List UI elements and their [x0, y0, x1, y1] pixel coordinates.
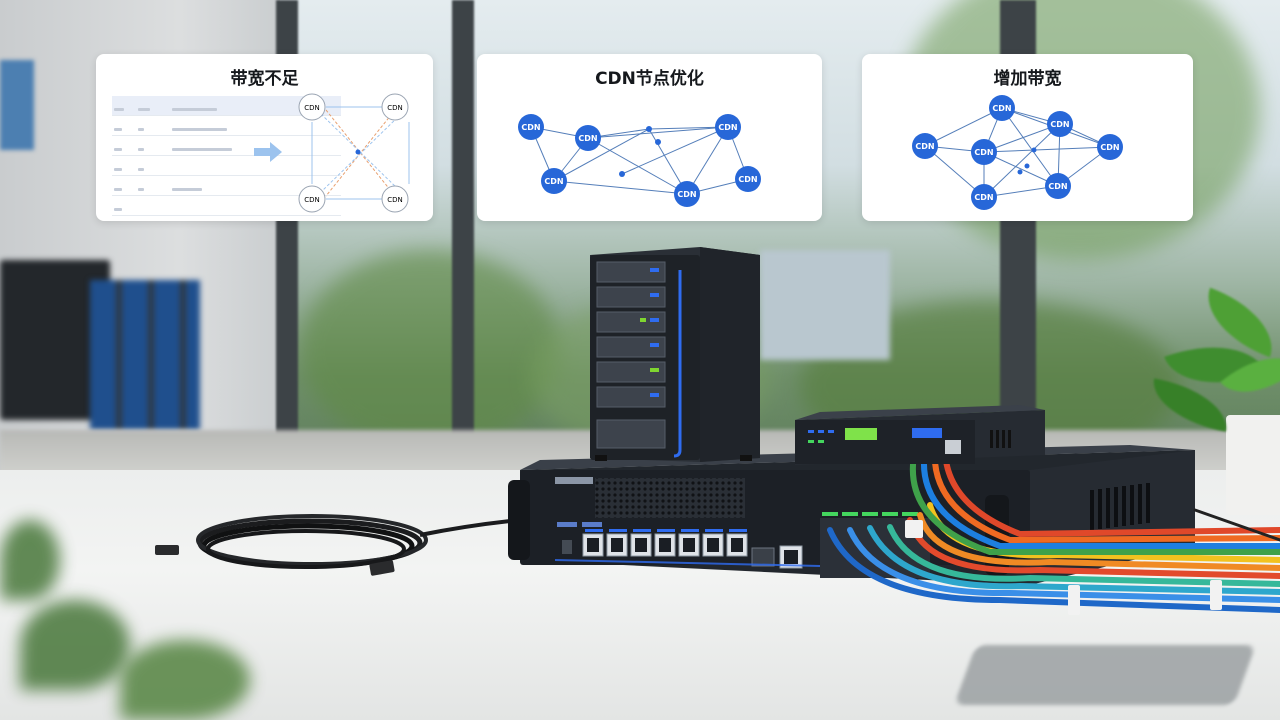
cdn-optimization-diagram: CDN CDN CDN CDN CDN CDN	[518, 114, 761, 207]
cdn-node: CDN	[971, 139, 997, 165]
cdn-node-label: CDN	[1048, 182, 1067, 191]
plant-pot	[1226, 415, 1280, 515]
card-title: CDN节点优化	[595, 69, 704, 89]
wall-sign	[0, 60, 34, 150]
cdn-node-label: CDN	[1100, 143, 1119, 152]
cdn-node: CDN	[1097, 134, 1123, 160]
cdn-node: CDN	[971, 184, 997, 210]
cdn-optimization-card: CDN节点优化 CDN CDN CDN CDN CDN CDN	[477, 54, 822, 221]
cdn-node: CDN	[715, 114, 741, 140]
increase-bandwidth-card: 增加带宽 CDN CDN CDN CDN CDN CDN CDN	[862, 54, 1193, 221]
cdn-node: CDN	[735, 166, 761, 192]
cdn-node-label: CDN	[1050, 120, 1069, 129]
colored-patch-cables	[827, 445, 1280, 615]
cdn-node-label: CDN	[915, 142, 934, 151]
cdn-node: CDN	[1047, 111, 1073, 137]
cdn-node-label: CDN	[992, 104, 1011, 113]
cdn-node: CDN	[989, 95, 1015, 121]
server-tower	[590, 247, 760, 462]
background-binders	[90, 280, 200, 430]
increase-bandwidth-diagram: CDN CDN CDN CDN CDN CDN CDN	[912, 95, 1123, 210]
bandwidth-diagram: CDN CDN CDN CDN	[254, 93, 410, 213]
cdn-node: CDN	[575, 125, 601, 151]
cdn-node-label: CDN	[974, 193, 993, 202]
ethernet-cable-coil	[155, 514, 521, 576]
cdn-node: CDN	[298, 93, 326, 121]
cdn-node-label: CDN	[521, 123, 540, 132]
cdn-node: CDN	[381, 185, 409, 213]
modem-device	[795, 405, 1045, 465]
cdn-node-label: CDN	[974, 148, 993, 157]
cdn-node: CDN	[298, 185, 326, 213]
card-title: 带宽不足	[230, 69, 299, 89]
cdn-node: CDN	[541, 168, 567, 194]
cdn-node: CDN	[674, 181, 700, 207]
cdn-node-label: CDN	[544, 177, 563, 186]
cdn-node-label: CDN	[677, 190, 696, 199]
cdn-node-label: CDN	[387, 104, 403, 112]
cdn-node: CDN	[912, 133, 938, 159]
office-window	[280, 0, 1280, 470]
card-title: 增加带宽	[993, 69, 1062, 89]
insufficient-bandwidth-card: 带宽不足 CDN CDN	[96, 54, 433, 221]
right-arrow-icon	[254, 142, 282, 162]
cdn-node: CDN	[381, 93, 409, 121]
cdn-node-label: CDN	[304, 196, 320, 204]
cdn-node-label: CDN	[578, 134, 597, 143]
cdn-node-label: CDN	[718, 123, 737, 132]
cdn-node: CDN	[1045, 173, 1071, 199]
cdn-node: CDN	[518, 114, 544, 140]
cdn-node-label: CDN	[304, 104, 320, 112]
cdn-node-label: CDN	[387, 196, 403, 204]
cdn-node-label: CDN	[738, 175, 757, 184]
smartphone	[954, 645, 1256, 705]
